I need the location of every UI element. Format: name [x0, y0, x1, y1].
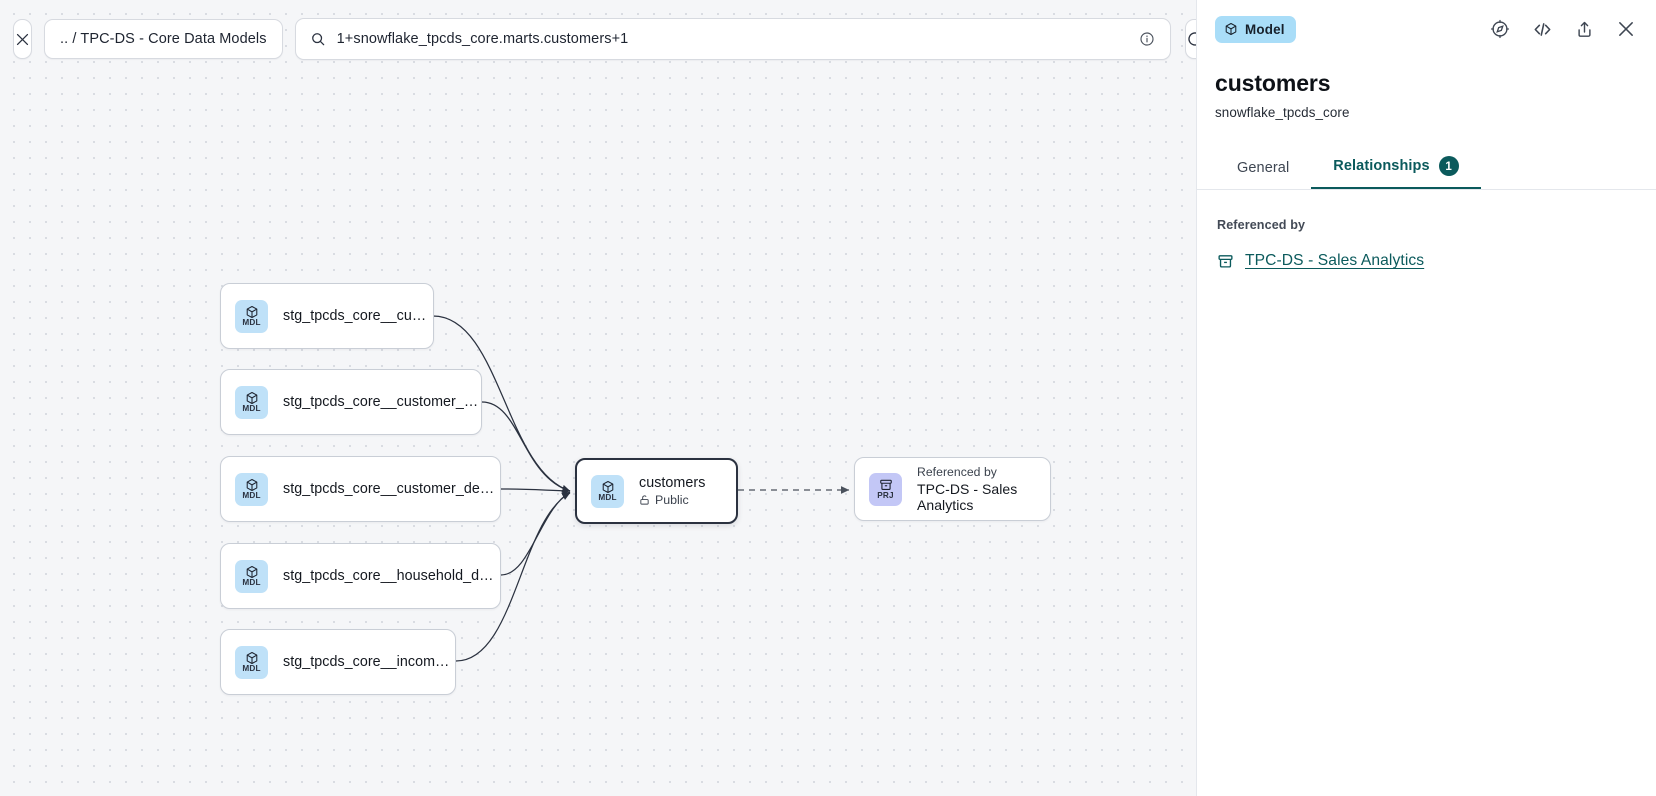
reference-link-row[interactable]: TPC-DS - Sales Analytics [1217, 252, 1636, 270]
cube-icon [1225, 22, 1237, 36]
details-panel-toolbar: Model [1197, 0, 1656, 58]
node-stg-income-band[interactable]: MDL stg_tpcds_core__income_band [220, 629, 456, 695]
node-type-badge: PRJ [869, 472, 902, 506]
node-labels: stg_tpcds_core__customer [283, 308, 433, 324]
node-stg-household-demographics[interactable]: MDL stg_tpcds_core__household_demogr… [220, 543, 501, 609]
node-labels: Referenced by TPC-DS - Sales Analytics [917, 465, 1050, 513]
cube-icon [246, 478, 257, 492]
node-stg-customer[interactable]: MDL stg_tpcds_core__customer [220, 283, 434, 349]
tab-relationships-count: 1 [1438, 156, 1459, 176]
refresh-button[interactable] [1184, 19, 1196, 59]
node-type-badge: MDL [235, 645, 268, 679]
node-visibility-label: Public [655, 493, 689, 507]
cube-icon [246, 565, 257, 579]
node-badge-label: MDL [598, 493, 617, 502]
node-badge-label: MDL [242, 404, 261, 413]
entity-kind-label: Model [1245, 21, 1285, 37]
node-labels: stg_tpcds_core__customer_address [283, 394, 481, 410]
node-stg-customer-address[interactable]: MDL stg_tpcds_core__customer_address [220, 369, 482, 435]
node-type-badge: MDL [591, 474, 624, 508]
node-labels: stg_tpcds_core__income_band [283, 654, 455, 670]
node-title: stg_tpcds_core__customer_address [283, 394, 481, 410]
node-badge-label: MDL [242, 664, 261, 673]
cube-icon [246, 651, 257, 665]
node-title: stg_tpcds_core__household_demogr… [283, 568, 500, 584]
cube-icon [246, 305, 257, 319]
search-icon [311, 33, 324, 46]
tab-relationships[interactable]: Relationships 1 [1311, 148, 1481, 189]
tab-general[interactable]: General [1215, 152, 1311, 189]
node-title: stg_tpcds_core__income_band [283, 654, 455, 670]
node-project-sales-analytics[interactable]: PRJ Referenced by TPC-DS - Sales Analyti… [854, 457, 1051, 521]
node-stg-customer-demographics[interactable]: MDL stg_tpcds_core__customer_demogra… [220, 456, 501, 522]
node-overline: Referenced by [917, 465, 997, 479]
node-title: TPC-DS - Sales Analytics [917, 481, 1018, 513]
node-badge-label: MDL [242, 491, 261, 500]
refresh-icon [1187, 32, 1196, 46]
unlock-icon [640, 495, 649, 505]
details-tabs: General Relationships 1 [1197, 148, 1656, 190]
breadcrumb[interactable]: .. / TPC-DS - Core Data Models [44, 19, 283, 59]
details-panel: Model customers snowflake_tpcds_core [1196, 0, 1656, 796]
cube-icon [602, 480, 613, 494]
share-icon[interactable] [1575, 20, 1594, 39]
code-icon[interactable] [1532, 19, 1553, 40]
node-labels: stg_tpcds_core__customer_demogra… [283, 481, 500, 497]
close-icon [16, 33, 29, 45]
node-type-badge: MDL [235, 559, 268, 593]
project-box-icon [879, 479, 892, 490]
node-title: customers [639, 475, 706, 491]
details-panel-header: customers snowflake_tpcds_core [1197, 58, 1656, 120]
node-labels: stg_tpcds_core__household_demogr… [283, 568, 500, 584]
node-customers-selected[interactable]: MDL customers Public [575, 458, 738, 524]
page-title: customers [1215, 70, 1331, 96]
entity-kind-badge: Model [1215, 15, 1296, 43]
details-panel-actions [1490, 19, 1636, 40]
node-badge-label: MDL [242, 578, 261, 587]
node-labels: customers Public [639, 475, 705, 507]
project-box-icon [1218, 254, 1233, 268]
lineage-search[interactable]: 1+snowflake_tpcds_core.marts.customers+1 [294, 18, 1171, 60]
node-badge-label: PRJ [877, 491, 894, 500]
node-type-badge: MDL [235, 299, 268, 333]
node-title: stg_tpcds_core__customer_demogra… [283, 481, 500, 497]
cube-icon [246, 391, 257, 405]
page-subtitle: snowflake_tpcds_core [1215, 105, 1350, 120]
info-circle-icon[interactable] [1139, 31, 1155, 47]
node-type-badge: MDL [235, 472, 268, 506]
node-badge-label: MDL [242, 318, 261, 327]
lineage-canvas[interactable]: MDL stg_tpcds_core__customer MDL stg_tpc… [0, 0, 1196, 796]
lineage-nodes: MDL stg_tpcds_core__customer MDL stg_tpc… [220, 283, 1051, 695]
section-label: Referenced by [1217, 218, 1306, 232]
tab-general-label: General [1237, 160, 1290, 176]
referenced-by-section: Referenced by TPC-DS - Sales Analytics [1197, 190, 1656, 270]
node-type-badge: MDL [235, 385, 268, 419]
node-visibility: Public [639, 493, 705, 507]
lineage-edges [432, 315, 850, 662]
canvas-toolbar: .. / TPC-DS - Core Data Models 1+snowfla… [0, 0, 1196, 78]
close-panel-icon[interactable] [1616, 19, 1636, 39]
close-lineage-button[interactable] [13, 19, 32, 59]
tab-relationships-label: Relationships [1333, 158, 1430, 174]
lineage-compass-icon[interactable] [1490, 19, 1510, 39]
reference-link-label[interactable]: TPC-DS - Sales Analytics [1245, 252, 1425, 269]
search-input[interactable]: 1+snowflake_tpcds_core.marts.customers+1 [336, 31, 629, 47]
node-title: stg_tpcds_core__customer [283, 308, 433, 324]
